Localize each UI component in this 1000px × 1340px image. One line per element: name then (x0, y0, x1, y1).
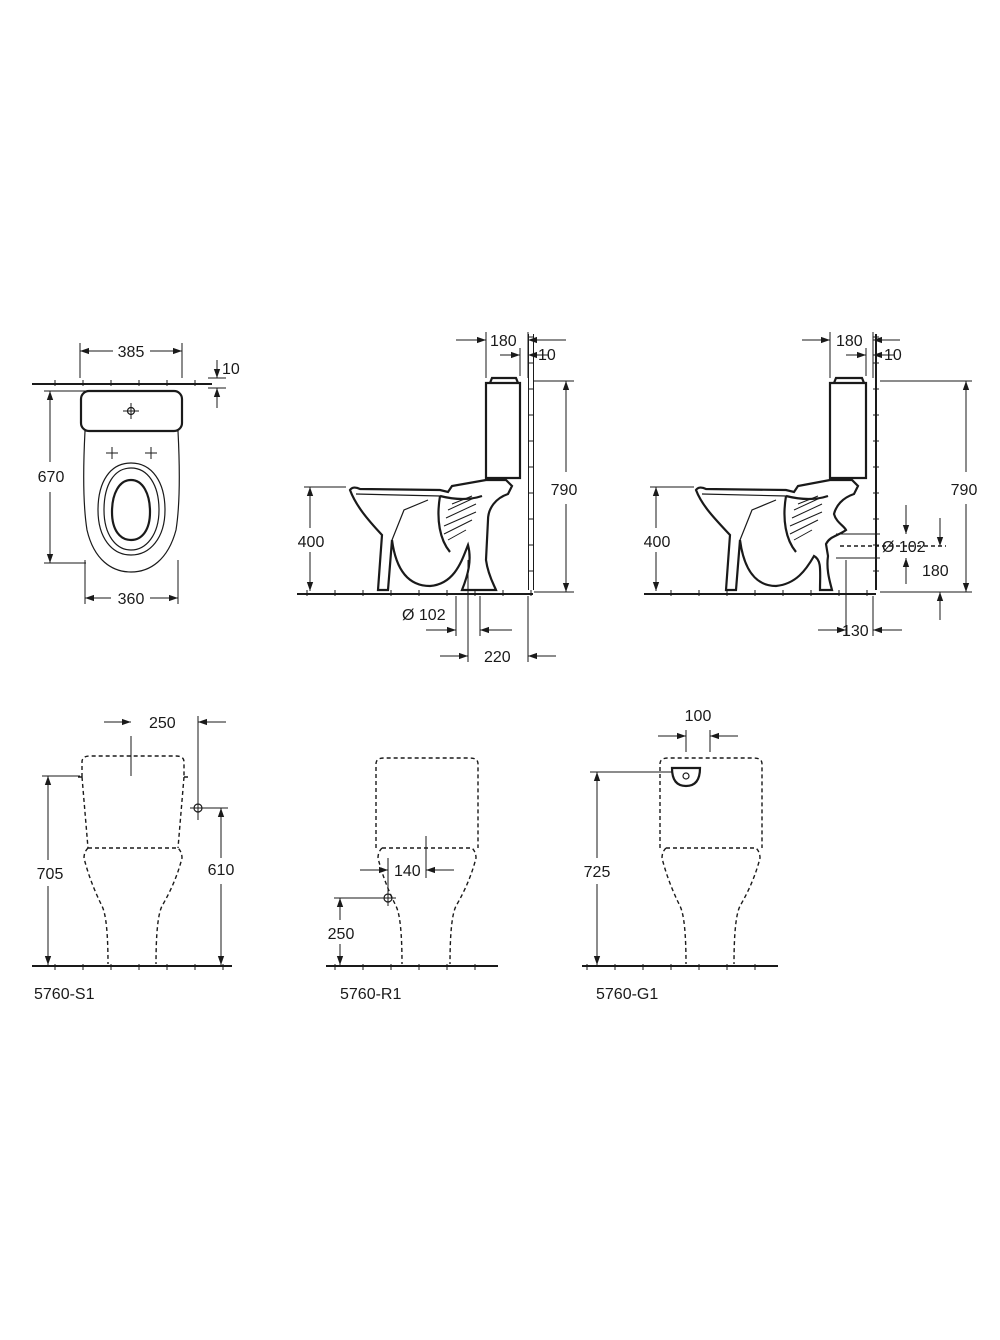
side-view-floor-outlet: 180 10 790 400 Ø 102 220 (297, 332, 577, 666)
dim-total-height: 725 (584, 864, 611, 881)
dim-outlet-diameter: Ø 102 (882, 539, 926, 556)
bowl-front (377, 847, 477, 965)
front-view-s1: 250 705 610 5760-S1 (32, 715, 234, 1003)
wall-band (873, 334, 879, 590)
flush-button-icon (123, 403, 139, 419)
dim-wall-gap: 10 (884, 347, 902, 364)
cistern-side (828, 381, 868, 480)
seat-hinge-left-icon (106, 447, 118, 459)
seat-hinge-right-icon (145, 447, 157, 459)
dim-inlet-height: 610 (208, 862, 235, 879)
dim-inlet-height: 250 (328, 926, 355, 943)
floor-band (582, 964, 778, 970)
dim-wall-gap: 10 (538, 347, 556, 364)
wall-band (528, 334, 534, 590)
bowl-front (83, 847, 183, 965)
seat-inner (103, 467, 160, 551)
dim-inlet-offset: 250 (149, 715, 176, 732)
dim-tank-depth: 180 (836, 333, 863, 350)
cistern-side (484, 381, 522, 480)
floor-band (297, 590, 533, 596)
inlet-cutout-icon (670, 766, 702, 788)
dim-tank-depth: 180 (490, 333, 517, 350)
product-code: 5760-R1 (340, 986, 401, 1003)
top-view: 385 10 670 (32, 343, 240, 608)
dim-total-height: 705 (37, 866, 64, 883)
dim-seat-height: 400 (298, 534, 325, 551)
dim-depth: 670 (38, 469, 65, 486)
dim-width-bottom: 360 (118, 591, 145, 608)
wall-band (32, 380, 212, 386)
bowl-front (661, 847, 761, 965)
floor-band (32, 964, 232, 970)
dim-height: 790 (951, 482, 978, 499)
bowl-outline (83, 430, 180, 573)
cistern-front (659, 757, 763, 848)
bowl-opening (110, 478, 152, 542)
dim-width-top: 385 (118, 344, 145, 361)
dim-inlet-offset: 140 (394, 863, 421, 880)
dim-seat-height: 400 (644, 534, 671, 551)
floor-band (326, 964, 498, 970)
dim-outlet-distance: 220 (484, 649, 511, 666)
front-view-g1: 100 725 5760-G1 (582, 708, 778, 1003)
dim-outlet-height: 180 (922, 563, 949, 580)
side-view-wall-outlet: 180 10 790 400 Ø 102 180 130 (644, 332, 978, 640)
product-code: 5760-G1 (596, 986, 658, 1003)
dim-outlet-projection: 130 (842, 623, 869, 640)
dim-height: 790 (551, 482, 578, 499)
dim-inlet-width: 100 (685, 708, 712, 725)
cistern-front (375, 757, 479, 848)
cistern-front (78, 755, 188, 849)
bowl-side (348, 478, 514, 592)
front-view-r1: 140 250 5760-R1 (326, 757, 498, 1003)
bowl-side (694, 478, 860, 592)
floor-band (644, 590, 876, 596)
seat-outer (97, 462, 166, 556)
dim-outlet-diameter: Ø 102 (402, 607, 446, 624)
dim-wall-gap: 10 (222, 361, 240, 378)
product-code: 5760-S1 (34, 986, 95, 1003)
